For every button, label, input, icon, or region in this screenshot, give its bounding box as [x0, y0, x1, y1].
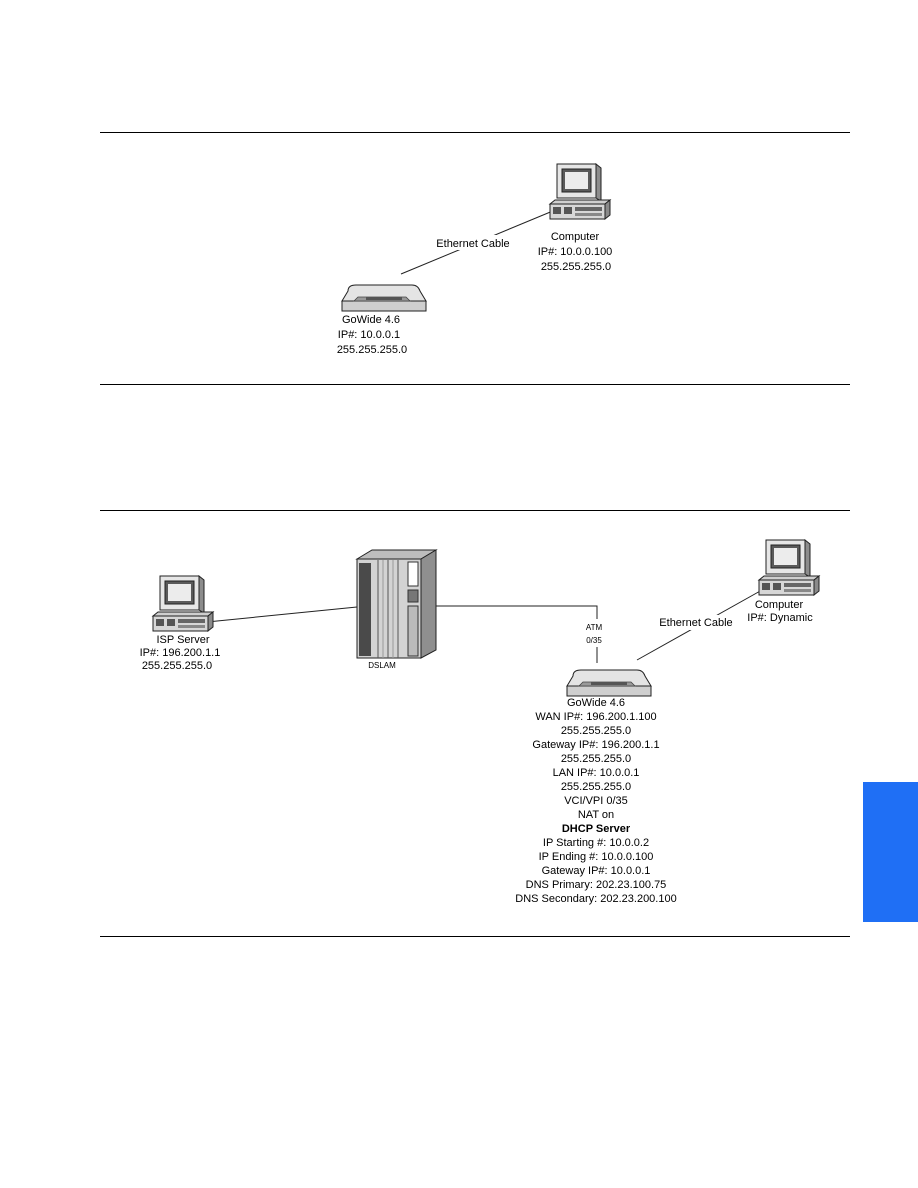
atm-vpi-label: 0/35 — [586, 636, 602, 645]
computer-mask: 255.255.255.0 — [541, 261, 611, 273]
router2-name: GoWide 4.6 — [567, 697, 625, 709]
isp-server-mask: 255.255.255.0 — [142, 660, 212, 672]
router-mask: 255.255.255.0 — [337, 344, 407, 356]
isp-dslam-line — [206, 606, 358, 623]
rule-top — [100, 132, 850, 133]
cable-label-bg-2 — [655, 615, 735, 630]
computer-ip: IP#: 10.0.0.100 — [538, 246, 613, 258]
side-tab-marker — [863, 782, 918, 922]
router2-gateway-ip: Gateway IP#: 196.200.1.1 — [532, 739, 659, 751]
router-icon-2 — [566, 669, 652, 697]
router-config-text: GoWide 4.6 WAN IP#: 196.200.1.100 255.25… — [515, 697, 676, 905]
router-ip: IP#: 10.0.0.1 — [338, 329, 400, 341]
isp-server-icon — [152, 575, 214, 632]
router-icon — [341, 284, 427, 312]
router2-wan-mask: 255.255.255.0 — [561, 725, 631, 737]
router2-dhcp-gateway: Gateway IP#: 10.0.0.1 — [542, 865, 651, 877]
router2-vci-vpi: VCI/VPI 0/35 — [564, 795, 628, 807]
rule-diagram2-bottom — [100, 936, 850, 937]
computer-icon — [549, 163, 611, 220]
router2-dhcp-heading: DHCP Server — [562, 823, 631, 835]
router2-lan-mask: 255.255.255.0 — [561, 781, 631, 793]
cable-label-bg — [430, 235, 516, 250]
router2-ip-end: IP Ending #: 10.0.0.100 — [539, 851, 654, 863]
router2-ip-start: IP Starting #: 10.0.0.2 — [543, 837, 649, 849]
dslam-atm-line — [434, 605, 598, 663]
isp-server-ip: IP#: 196.200.1.1 — [140, 647, 221, 659]
router2-wan-ip: WAN IP#: 196.200.1.100 — [535, 711, 656, 723]
rule-diagram1-bottom — [100, 384, 850, 385]
dslam-label: DSLAM — [368, 661, 396, 670]
ethernet-cable-label: Ethernet Cable — [436, 238, 509, 250]
atm-label-bg — [583, 619, 611, 647]
router2-lan-ip: LAN IP#: 10.0.0.1 — [553, 767, 640, 779]
rule-diagram2-top — [100, 510, 850, 511]
computer-name: Computer — [551, 231, 600, 243]
router2-dns-primary: DNS Primary: 202.23.100.75 — [526, 879, 667, 891]
router2-nat: NAT on — [578, 809, 614, 821]
isp-server-name: ISP Server — [157, 634, 210, 646]
ethernet-cable-label-2: Ethernet Cable — [659, 617, 732, 629]
computer-name-2: Computer — [755, 599, 804, 611]
atm-label: ATM — [586, 623, 603, 632]
dslam-icon — [355, 549, 438, 659]
computer-ip-2: IP#: Dynamic — [747, 612, 813, 624]
router2-gateway-mask: 255.255.255.0 — [561, 753, 631, 765]
router-name: GoWide 4.6 — [342, 314, 400, 326]
router2-dns-secondary: DNS Secondary: 202.23.200.100 — [515, 893, 676, 905]
computer-icon-2 — [758, 539, 820, 596]
